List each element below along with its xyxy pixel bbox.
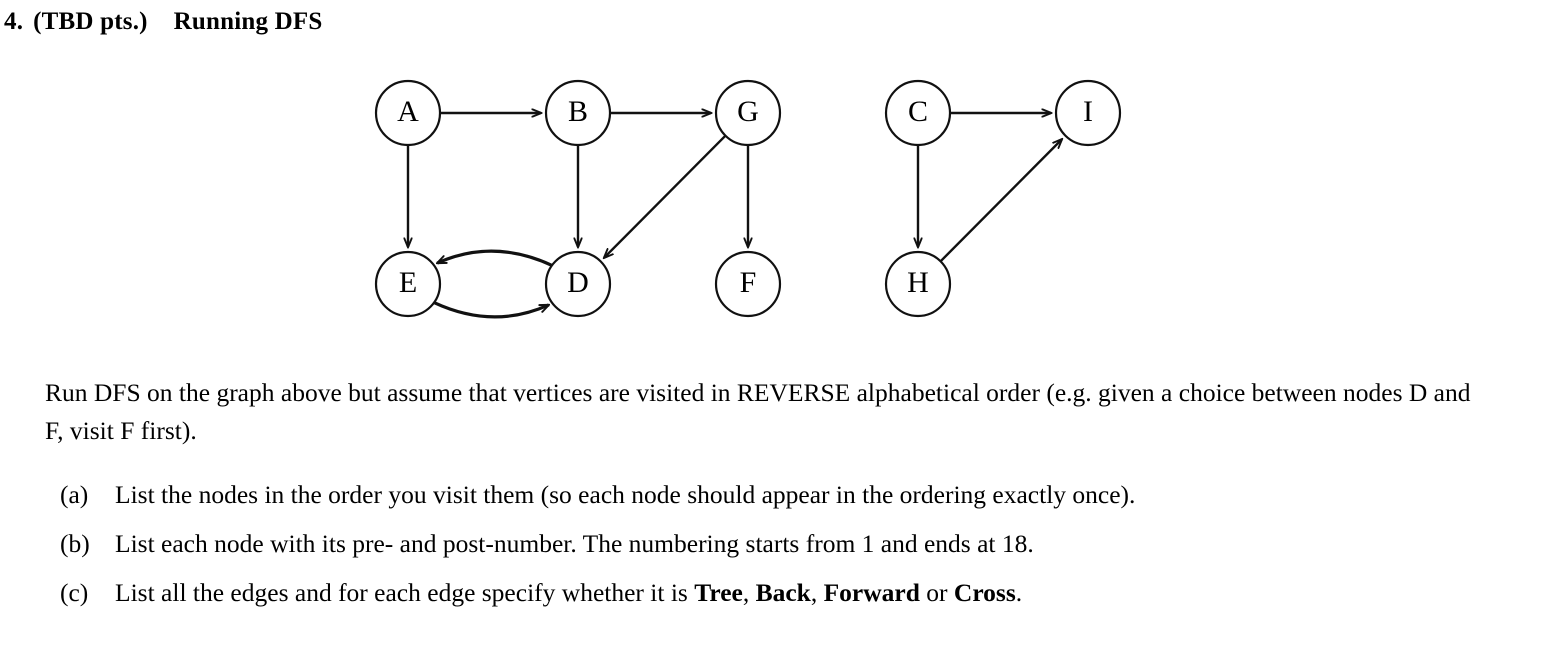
problem-title-text: Running DFS <box>173 8 323 35</box>
separator-2: , <box>810 578 824 607</box>
node-circle-h <box>884 250 952 318</box>
graph-edge-d-to-e <box>437 249 553 267</box>
subquestion-c-prefix: List all the edges and for each edge spe… <box>115 578 695 607</box>
list-item: (a) List the nodes in the order you visi… <box>60 482 1510 508</box>
graph-figure: A B G C I E D F H <box>0 58 1544 338</box>
graph-edge-e-to-d <box>433 301 549 319</box>
node-circle-b <box>544 79 612 147</box>
problem-points: (TBD pts.) <box>33 8 148 35</box>
subquestion-text-b: List each node with its pre- and post-nu… <box>115 529 1034 558</box>
node-circle-a <box>374 79 442 147</box>
edge-type-forward: Forward <box>823 578 920 607</box>
graph-node-c: C <box>884 79 952 147</box>
subquestion-marker-a: (a) <box>60 480 89 509</box>
node-label-d: D <box>567 266 589 299</box>
subquestion-list: (a) List the nodes in the order you visi… <box>60 482 1510 629</box>
graph-node-h: H <box>884 250 952 318</box>
subquestion-text-c: List all the edges and for each edge spe… <box>115 580 1510 606</box>
node-label-g: G <box>737 95 759 128</box>
edge-type-tree: Tree <box>694 578 743 607</box>
edge-type-cross: Cross <box>953 578 1016 607</box>
node-label-h: H <box>907 266 929 299</box>
instructions-paragraph: Run DFS on the graph above but assume th… <box>45 378 1471 445</box>
subquestion-c-suffix: . <box>1015 578 1023 607</box>
graph-node-g: G <box>714 79 782 147</box>
list-item: (c) List all the edges and for each edge… <box>60 580 1510 606</box>
graph-node-e: E <box>374 250 442 318</box>
graph-nodes: A B G C I E D F H <box>374 79 1122 318</box>
graph-edge-h-to-i <box>939 139 1062 263</box>
node-label-f: F <box>740 266 757 299</box>
directed-graph-diagram: A B G C I E D F H <box>374 79 1122 319</box>
node-label-e: E <box>399 266 417 299</box>
node-label-b: B <box>568 95 588 128</box>
edge-type-back: Back <box>755 578 811 607</box>
page-title: 4. (TBD pts.) Running DFS <box>4 8 322 36</box>
node-circle-e <box>374 250 442 318</box>
problem-number: 4. <box>4 8 24 35</box>
subquestion-marker-b: (b) <box>60 529 90 558</box>
graph-node-i: I <box>1054 79 1122 147</box>
node-label-c: C <box>908 95 928 128</box>
node-label-a: A <box>397 95 419 128</box>
graph-node-b: B <box>544 79 612 147</box>
node-circle-g <box>714 79 782 147</box>
separator-3: or <box>919 578 954 607</box>
graph-node-f: F <box>714 250 782 318</box>
graph-node-a: A <box>374 79 442 147</box>
graph-node-d: D <box>544 250 612 318</box>
node-circle-d <box>544 250 612 318</box>
separator-1: , <box>742 578 756 607</box>
subquestion-marker-c: (c) <box>60 578 89 607</box>
node-circle-c <box>884 79 952 147</box>
node-circle-f <box>714 250 782 318</box>
node-label-i: I <box>1083 95 1093 128</box>
graph-edge-g-to-d <box>604 134 727 258</box>
subquestion-text-a: List the nodes in the order you visit th… <box>115 480 1136 509</box>
node-circle-i <box>1054 79 1122 147</box>
list-item: (b) List each node with its pre- and pos… <box>60 531 1510 557</box>
graph-edges <box>408 113 1062 319</box>
